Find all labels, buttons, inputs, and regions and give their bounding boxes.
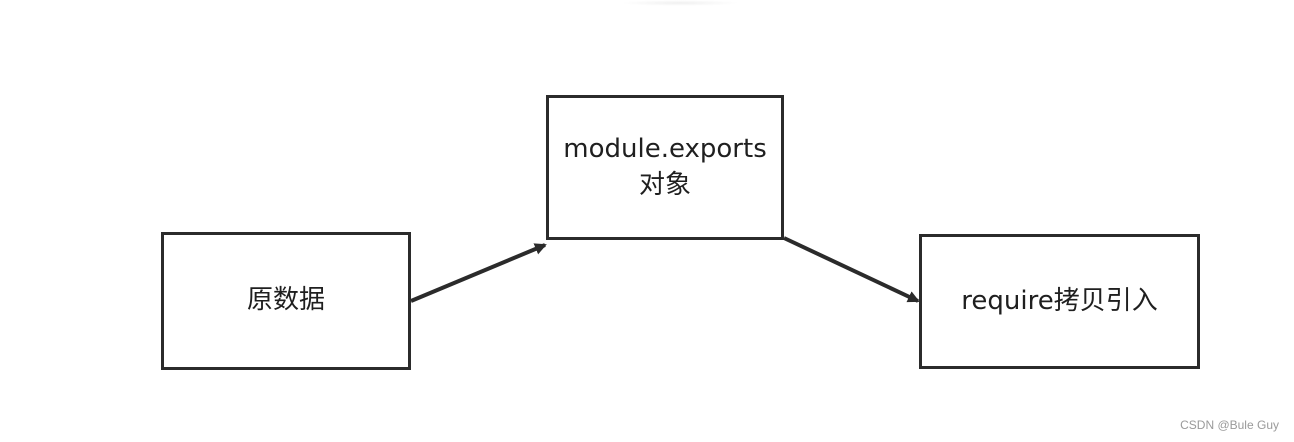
node-require-copy-text: require拷贝引入 [961, 285, 1158, 316]
edge-source-to-exports [410, 243, 547, 303]
node-require-copy: require拷贝引入 [919, 234, 1200, 369]
watermark: CSDN @Bule Guy [1180, 418, 1279, 432]
top-shadow-decoration [620, 0, 740, 6]
node-module-exports-text-line1: module.exports [563, 134, 767, 165]
edge-exports-to-require [783, 236, 920, 303]
node-source-data-text: 原数据 [246, 285, 325, 316]
node-module-exports-label: module.exports 对象 [563, 132, 766, 202]
node-source-data: 原数据 [161, 232, 411, 370]
node-source-data-label: 原数据 [247, 283, 325, 318]
node-module-exports-text-line2: 对象 [638, 169, 691, 200]
node-module-exports: module.exports 对象 [546, 95, 784, 240]
node-require-copy-label: require拷贝引入 [961, 284, 1157, 319]
